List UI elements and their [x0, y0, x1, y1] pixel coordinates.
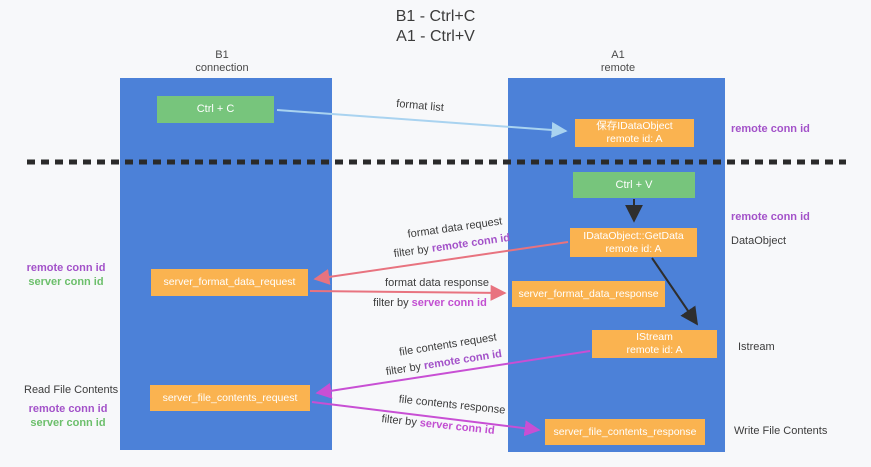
format-data-response-arrow [309, 284, 507, 301]
idataobject-getdata-box: IDataObject::GetData remote id: A [570, 228, 697, 257]
ctrl-v-box: Ctrl + V [573, 172, 695, 198]
title-line-1: B1 - Ctrl+C [395, 8, 476, 25]
left-server-conn-id-label-2: server conn id [30, 417, 106, 429]
save-idataobject-box: 保存IDataObject remote id: A [575, 119, 694, 147]
left-server-conn-id-label-1: server conn id [28, 276, 104, 288]
left-column-name: B1 [215, 49, 229, 61]
server-file-contents-response-box: server_file_contents_response [545, 419, 705, 445]
left-remote-conn-id-label-1: remote conn id [26, 262, 106, 274]
write-file-contents-label: Write File Contents [734, 425, 828, 437]
filter-by-prefix: filter by [380, 413, 418, 429]
save-idataobject-line1: 保存IDataObject [596, 120, 673, 132]
istream-box: IStream remote id: A [592, 330, 717, 358]
right-column-name: A1 [611, 49, 625, 61]
istream-line2: remote id: A [626, 344, 683, 356]
ctrl-c-label: Ctrl + C [196, 103, 235, 115]
filter-by-prefix: filter by [373, 297, 409, 309]
server-conn-id-highlight: server conn id [419, 417, 496, 437]
right-remote-conn-id-label-2: remote conn id [731, 211, 810, 223]
server-format-data-request-box: server_format_data_request [151, 269, 308, 296]
left-remote-conn-id-label-2: remote conn id [28, 403, 108, 415]
ctrl-v-label: Ctrl + V [615, 178, 653, 191]
title-line-2: A1 - Ctrl+V [396, 28, 475, 45]
read-file-contents-label: Read File Contents [24, 384, 119, 396]
right-column-subtitle: remote [600, 62, 636, 74]
server-format-data-request-label: server_format_data_request [163, 276, 296, 288]
server-format-data-response-label: server_format_data_response [518, 287, 659, 300]
idataobject-getdata-line2: remote id: A [605, 242, 662, 255]
server-format-data-response-box: server_format_data_response [512, 281, 665, 307]
right-remote-conn-id-label-1: remote conn id [731, 123, 810, 135]
left-column-subtitle: connection [195, 62, 249, 74]
save-idataobject-line2: remote id: A [606, 133, 663, 145]
format-list-label: format list [395, 97, 445, 115]
server-conn-id-highlight: server conn id [411, 297, 487, 309]
server-file-contents-request-box: server_file_contents_request [150, 385, 310, 411]
server-file-contents-request-label: server_file_contents_request [162, 391, 298, 404]
filter-by-prefix: filter by [393, 243, 430, 261]
dataobject-label: DataObject [731, 235, 787, 247]
diagram-title: B1 - Ctrl+C A1 - Ctrl+V [0, 7, 871, 47]
idataobject-getdata-line1: IDataObject::GetData [583, 229, 684, 242]
ctrl-c-box: Ctrl + C [157, 96, 274, 123]
istream-line1: IStream [636, 331, 673, 343]
format-data-response-label: format data response [385, 277, 489, 289]
right-column-header: A1 remote [553, 49, 683, 75]
left-column-header: B1 connection [157, 49, 287, 75]
server-file-contents-response-label: server_file_contents_response [553, 425, 697, 438]
filter-by-prefix: filter by [385, 360, 422, 379]
istream-side-label: Istream [738, 341, 775, 353]
